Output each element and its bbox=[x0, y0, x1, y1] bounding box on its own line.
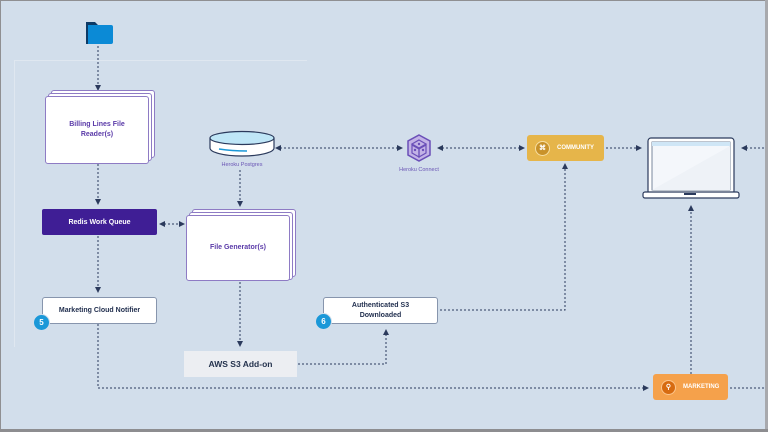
redis-work-queue-label: Redis Work Queue bbox=[68, 218, 131, 226]
file-generator-label: File Generator(s) bbox=[209, 244, 266, 251]
edge-auth-community bbox=[440, 163, 568, 311]
database-icon bbox=[209, 130, 275, 157]
marketing-notifier-label: Marketing Cloud Notifier bbox=[58, 306, 141, 314]
heroku-postgres-label: Heroku Postgres bbox=[221, 162, 263, 168]
folder-node[interactable] bbox=[84, 19, 114, 45]
edge-aws-auth bbox=[298, 329, 389, 365]
community-icon: ⌘ bbox=[535, 140, 550, 156]
frame-edge-bottom bbox=[0, 429, 768, 432]
marketing-label: MARKETING bbox=[683, 384, 720, 390]
marketing-icon: ⚲ bbox=[661, 379, 676, 395]
heroku-connect-label: Heroku Connect bbox=[399, 167, 439, 173]
community-node[interactable]: ⌘ COMMUNITY bbox=[527, 135, 604, 161]
laptop-icon bbox=[642, 137, 740, 199]
group-region bbox=[14, 60, 307, 347]
heroku-connect-node[interactable] bbox=[405, 133, 433, 163]
step-badge-5: 5 bbox=[33, 314, 50, 331]
heroku-connect-icon bbox=[407, 134, 431, 162]
marketing-node[interactable]: ⚲ MARKETING bbox=[653, 374, 728, 400]
file-generator-node[interactable]: File Generator(s) bbox=[186, 215, 290, 281]
frame-edge-right bbox=[765, 0, 768, 432]
edge-notifier-marketing bbox=[97, 324, 649, 391]
aws-s3-addon-label: AWS S3 Add-on bbox=[208, 359, 273, 369]
authenticated-s3-node[interactable]: Authenticated S3 Downloaded bbox=[323, 297, 438, 324]
authenticated-s3-label: Authenticated S3 Downloaded bbox=[351, 301, 410, 319]
step-badge-6: 6 bbox=[315, 313, 332, 330]
folder-icon bbox=[86, 22, 113, 44]
billing-reader-node[interactable]: Billing Lines File Reader(s) bbox=[45, 96, 149, 164]
aws-s3-addon-node[interactable]: AWS S3 Add-on bbox=[184, 351, 297, 377]
redis-work-queue-node[interactable]: Redis Work Queue bbox=[42, 209, 157, 235]
laptop-node[interactable] bbox=[642, 136, 740, 200]
community-label: COMMUNITY bbox=[557, 145, 594, 151]
marketing-notifier-node[interactable]: Marketing Cloud Notifier bbox=[42, 297, 157, 324]
billing-reader-label: Billing Lines File Reader(s) bbox=[69, 121, 125, 138]
heroku-postgres-node[interactable] bbox=[207, 130, 277, 158]
